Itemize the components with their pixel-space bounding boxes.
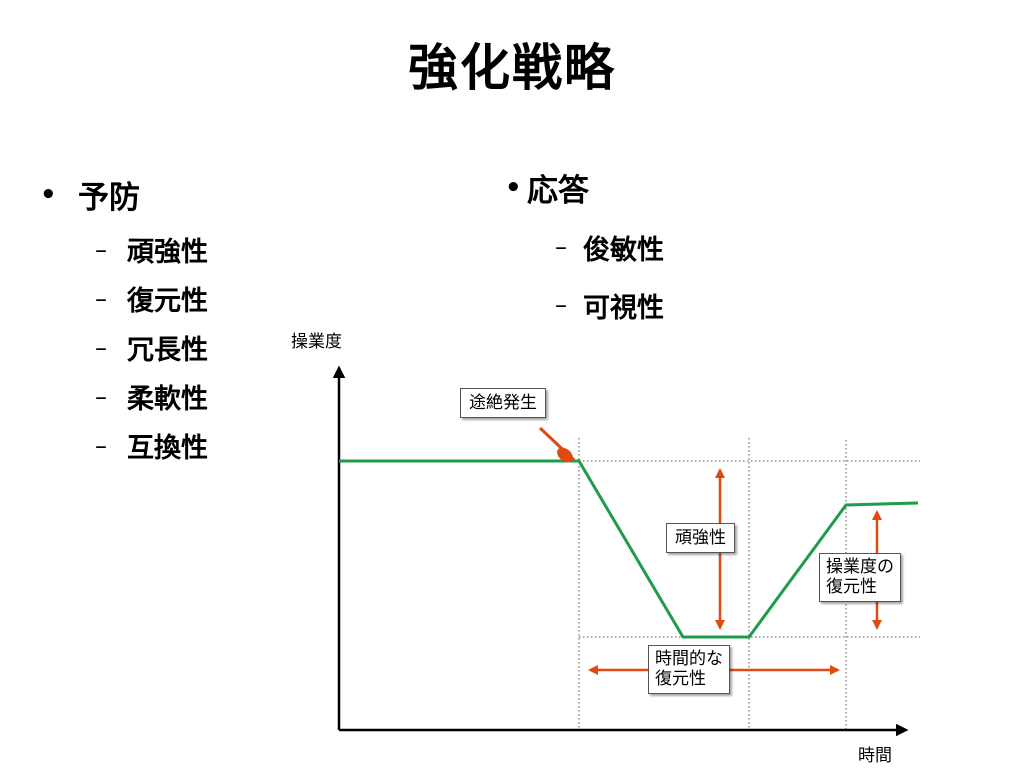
list-item: –互換性 [40,421,208,470]
event-label: 途絶発生 [469,393,537,413]
dash-icon: – [95,235,107,264]
list-item: –俊敏性 [505,218,664,276]
time-recovery-label-line1: 時間的な [655,649,723,669]
list-item: –柔軟性 [40,372,208,421]
prevention-column: • 予防 –頑強性 –復元性 –冗長性 –柔軟性 –互換性 [40,172,208,470]
dash-icon: – [95,431,107,460]
recovery-label-line1: 操業度の [826,557,894,577]
robustness-label-box: 頑強性 [666,523,735,554]
operating-level-line [339,459,919,639]
response-list: –俊敏性 –可視性 [505,218,664,334]
bullet-icon: • [40,179,57,210]
list-item-label: 可視性 [583,292,664,324]
bullet-icon: • [505,172,522,203]
dash-icon: – [95,284,107,313]
recovery-label-line2: 復元性 [826,577,877,598]
event-label-box: 途絶発生 [460,388,546,419]
list-item: –頑強性 [40,225,208,274]
robustness-label: 頑強性 [675,528,726,548]
dash-icon: – [95,382,107,411]
response-heading: 応答 [527,173,589,209]
list-item-label: 冗長性 [127,335,208,366]
list-item-label: 復元性 [127,286,208,317]
dash-icon: – [555,291,567,319]
list-item-label: 柔軟性 [127,384,208,415]
list-item-label: 頑強性 [127,237,208,268]
prevention-heading-row: • 予防 [40,172,208,217]
slide-title: 強化戦略 [408,39,616,97]
response-heading-row: • 応答 [505,165,664,210]
list-item: –復元性 [40,274,208,323]
prevention-list: –頑強性 –復元性 –冗長性 –柔軟性 –互換性 [40,225,208,470]
response-column: • 応答 –俊敏性 –可視性 [505,165,664,334]
event-marker [557,447,573,463]
dash-icon: – [555,233,567,261]
list-item-label: 互換性 [127,433,208,464]
prevention-heading: 予防 [78,180,140,216]
time-recovery-label-line2: 復元性 [655,669,706,690]
dash-icon: – [95,333,107,362]
list-item-label: 俊敏性 [583,234,664,266]
recovery-label-box: 操業度の 復元性 [819,553,901,602]
list-item: –冗長性 [40,323,208,372]
x-axis-label: 時間 [858,746,892,766]
y-axis-label: 操業度 [291,332,342,352]
time-recovery-label-box: 時間的な 復元性 [648,645,730,694]
list-item: –可視性 [505,276,664,334]
